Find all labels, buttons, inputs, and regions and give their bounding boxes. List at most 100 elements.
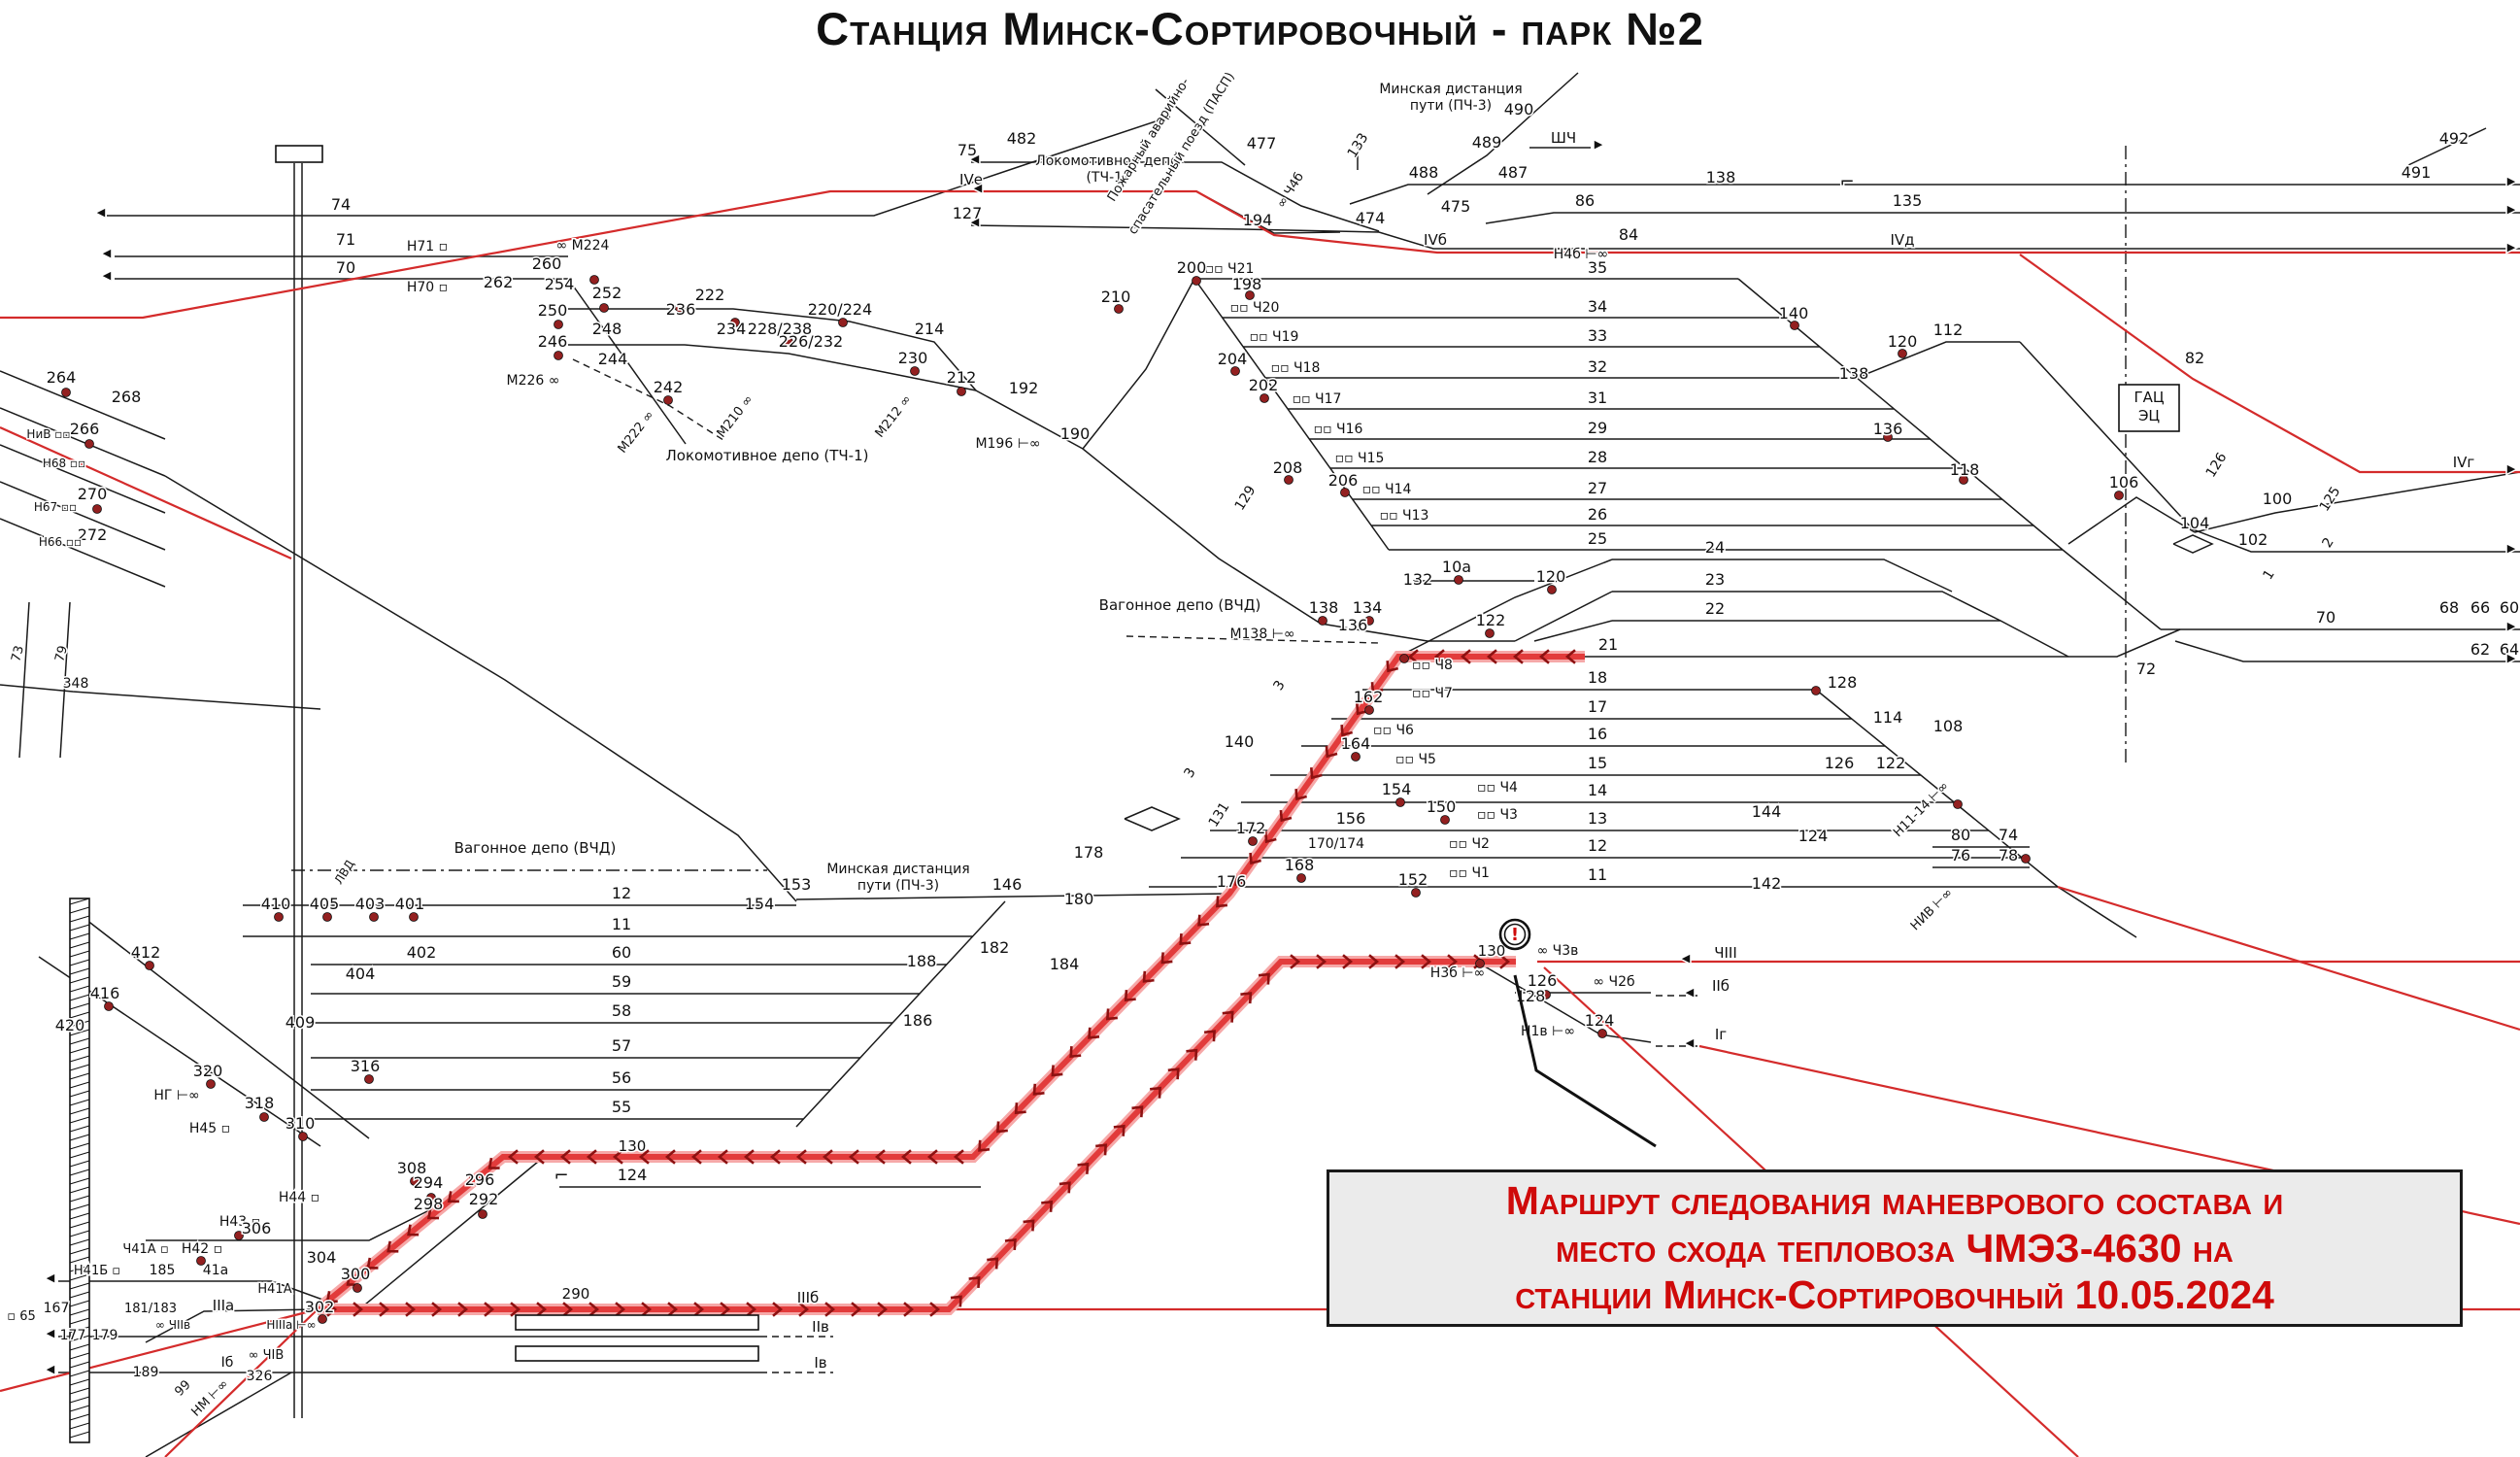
diagram-label: 22: [1705, 599, 1725, 618]
diagram-label: 270: [78, 485, 108, 503]
diagram-label: 248: [592, 320, 622, 338]
diagram-label: 306: [242, 1219, 272, 1237]
annotation-line-1: Маршрут следования маневрового состава и: [1505, 1178, 2284, 1224]
diagram-label: 11: [612, 915, 631, 933]
diagram-label: 162: [1354, 688, 1384, 706]
diagram-label: М196 ⊢∞: [975, 436, 1040, 452]
diagram-label: М226 ∞: [507, 373, 560, 389]
diagram-label: 298: [414, 1195, 444, 1213]
diagram-label: 74: [1999, 826, 2018, 844]
diagram-label: М138 ⊢∞: [1229, 627, 1294, 642]
diagram-label: Н45 ▫: [189, 1121, 230, 1136]
diagram-label: 254: [545, 275, 575, 293]
diagram-label: 58: [612, 1001, 631, 1020]
diagram-label: 184: [1050, 955, 1080, 973]
diagram-label: ∞ Ч2б: [1593, 974, 1634, 990]
diagram-label: 188: [907, 952, 937, 970]
diagram-label: ▶: [2507, 652, 2516, 664]
diagram-label: ◀: [971, 152, 980, 165]
diagram-label: 84: [1619, 225, 1638, 244]
diagram-label: 108: [1933, 717, 1964, 735]
diagram-label: 266: [70, 420, 100, 438]
diagram-label: ▫ 65: [7, 1309, 36, 1324]
diagram-label: Ч41А ▫: [122, 1242, 168, 1257]
diagram-label: Н71 ▫: [407, 239, 448, 254]
diagram-label: 75: [958, 141, 977, 159]
diagram-label: 262: [484, 273, 514, 291]
diagram-label: 290: [562, 1285, 590, 1303]
diagram-label: 170/174: [1308, 836, 1364, 852]
diagram-label: ◀: [971, 216, 980, 228]
diagram-label: 15: [1588, 754, 1607, 772]
diagram-label: 304: [307, 1248, 337, 1267]
diagram-label: 3: [1270, 678, 1288, 694]
diagram-label: 112: [1933, 321, 1964, 339]
diagram-label: НИВ ⊢∞: [1908, 886, 1956, 933]
diagram-label: 208: [1273, 458, 1303, 477]
diagram-label: 152: [1398, 870, 1428, 889]
diagram-label: ▫▫ Ч17: [1293, 391, 1342, 407]
diagram-label: 138: [1309, 598, 1339, 617]
diagram-label: ▫▫ Ч21: [1205, 261, 1255, 277]
diagram-label: IIв: [812, 1318, 829, 1336]
svg-text:!: !: [1511, 925, 1519, 945]
diagram-label: 264: [47, 368, 77, 387]
diagram-label: 3: [1181, 765, 1198, 781]
diagram-label: 226/232: [779, 332, 843, 351]
diagram-label: 68: [2439, 598, 2459, 617]
diagram-label: Минская дистанция: [1379, 82, 1522, 97]
diagram-label: ∞ М224: [556, 238, 610, 254]
diagram-label: Пожарный аварийно-: [1105, 76, 1193, 205]
diagram-label: ▫▫ Ч14: [1362, 482, 1412, 497]
diagram-label: ▶: [1595, 138, 1603, 151]
diagram-label: 131: [1206, 799, 1233, 830]
diagram-label: 420: [55, 1016, 85, 1034]
diagram-label: 12: [1588, 836, 1607, 855]
diagram-label: 228/238: [748, 320, 812, 338]
diagram-label: 78: [1999, 846, 2018, 864]
diagram-label: 164: [1341, 734, 1371, 753]
diagram-label: пути (ПЧ-3): [1410, 98, 1492, 114]
diagram-label: 300: [341, 1265, 371, 1283]
diagram-label: Н3б ⊢∞: [1430, 966, 1485, 981]
diagram-label: 124: [1798, 827, 1829, 845]
diagram-label: 402: [407, 943, 437, 962]
diagram-label: 62: [2470, 640, 2490, 659]
diagram-label: Н4б ⊢∞: [1554, 247, 1608, 262]
diagram-label: 177: [60, 1328, 86, 1343]
diagram-label: 1: [2260, 567, 2277, 583]
diagram-label: 268: [112, 388, 142, 406]
diagram-label: 70: [336, 258, 355, 277]
diagram-label: 144: [1752, 802, 1782, 821]
diagram-label: 120: [1888, 332, 1918, 351]
diagram-label: 136: [1338, 616, 1368, 634]
diagram-label: 176: [1217, 872, 1247, 891]
diagram-label: 326: [247, 1369, 273, 1384]
icons-layer: !: [1498, 918, 1657, 1148]
diagram-label: 230: [898, 349, 928, 367]
diagram-label: Локомотивное депо: [1035, 153, 1179, 169]
diagram-label: 31: [1588, 389, 1607, 407]
diagram-label: ГАЦ: [2134, 389, 2164, 406]
diagram-label: 2: [2319, 535, 2336, 551]
diagram-label: 189: [133, 1365, 159, 1380]
diagram-label: IVд: [1890, 231, 1914, 249]
diagram-label: Н44 ▫: [279, 1190, 319, 1205]
diagram-label: 316: [351, 1057, 381, 1075]
diagram-label: 168: [1285, 856, 1315, 874]
diagram-label: 487: [1498, 163, 1529, 182]
diagram-label: 198: [1232, 275, 1262, 293]
diagram-label: 23: [1705, 570, 1725, 589]
diagram-label: 212: [947, 368, 977, 387]
diagram-label: Локомотивное депо (ТЧ-1): [666, 447, 869, 464]
diagram-label: (ТЧ-1): [1086, 170, 1127, 186]
diagram-label: 122: [1876, 754, 1906, 772]
diagram-label: 34: [1588, 297, 1607, 316]
diagram-label: Н1в ⊢∞: [1521, 1024, 1575, 1039]
diagram-label: 475: [1441, 197, 1471, 216]
diagram-label: 185: [150, 1263, 176, 1278]
diagram-label: 474: [1356, 209, 1386, 227]
diagram-label: 200: [1177, 258, 1207, 277]
diagram-label: IIб: [1712, 977, 1730, 995]
diagram-label: НГ ⊢∞: [153, 1088, 199, 1103]
